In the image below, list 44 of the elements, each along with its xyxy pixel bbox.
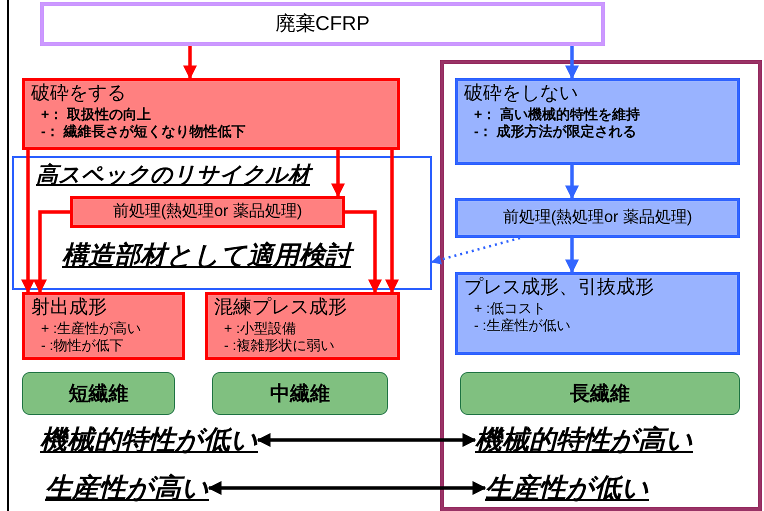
arrow [565,238,579,274]
fiber-label-box: 短繊維 [22,372,175,415]
arrow [256,433,476,447]
group-frame [440,60,762,511]
arrow [183,46,197,80]
title-box: 廃棄CFRP [40,2,605,46]
process-box: 前処理(熱処理or 薬品処理) [455,198,740,238]
arrow [385,150,399,294]
process-box [22,292,185,360]
box-note: + :生産性が高い [40,320,142,337]
arrow [345,210,382,294]
box-note: -： 繊維長さが短くなり物性低下 [40,122,247,140]
process-box [22,78,400,150]
box-note: - :生産性が低い [473,316,572,334]
box-heading: 混練プレス成形 [214,297,348,320]
box-heading: 破砕をしない [464,83,579,106]
statement-text: 生産性が低い [485,468,649,508]
arrow [208,481,486,495]
box-heading: 破砕をする [31,83,127,106]
arrow [565,165,579,200]
box-note: -： 成形方法が限定される [473,122,638,140]
callout-box [12,156,432,290]
arrow [565,46,579,80]
box-note: + :小型設備 [223,320,297,337]
statement-text: 機械的特性が低い [40,420,258,460]
box-note: +： 高い機械的特性を維持 [473,106,642,123]
statement-text: 生産性が高い [45,468,209,508]
statement-text: 機械的特性が高い [475,420,693,460]
arrow [21,150,35,294]
box-note: - :複雑形状に弱い [223,336,336,354]
box-note: + :低コスト [473,300,547,317]
arrow [33,210,70,294]
box-note: - :物性が低下 [40,336,124,354]
process-box: 前処理(熱処理or 薬品処理) [70,196,345,228]
fiber-label-box: 中繊維 [212,372,388,415]
box-heading: プレス成形、引抜成形 [464,277,655,300]
process-box [455,78,740,165]
box-note: +： 取扱性の向上 [40,106,152,123]
process-box [205,292,400,360]
process-box [455,272,740,355]
box-heading: 射出成形 [31,297,108,320]
arrow [331,150,345,198]
fiber-label-box: 長繊維 [460,372,740,415]
dotted-arrow [431,236,520,264]
